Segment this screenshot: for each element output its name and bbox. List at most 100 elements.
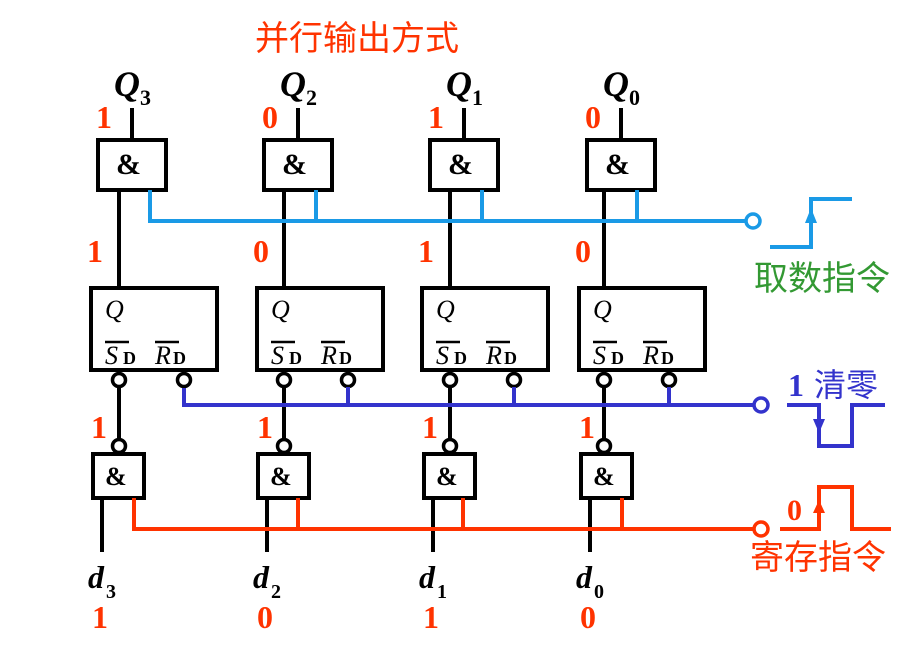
sd-label: S [436,341,449,370]
rising-edge-arrow [805,208,817,223]
rd-subscript: D [504,348,517,368]
rd-inversion-bubble [505,371,523,389]
sd-label: S [593,341,606,370]
sd-input-bit: 1 [91,409,107,445]
read-bus [148,190,753,223]
d-flipflop [577,286,707,372]
sd-inversion-bubble [595,371,613,389]
and-symbol: & [605,148,630,181]
store-bus [132,498,761,531]
data-input-bit: 0 [257,599,273,635]
ff-q-bit: 0 [575,233,591,269]
sd-input-bit: 1 [422,409,438,445]
data-input-subscript: 2 [271,581,281,603]
and-symbol: & [436,462,458,491]
and-symbol: & [282,148,307,181]
data-input-subscript: 3 [106,581,116,603]
clear-input-terminal[interactable] [752,396,770,414]
rd-subscript: D [339,348,352,368]
d-flipflop [420,286,550,372]
output-and-gate [585,138,657,192]
rd-subscript: D [661,348,674,368]
clear-bus [182,388,761,407]
rising-edge-arrow [813,500,825,513]
input-nand-gate [422,452,477,500]
sd-subscript: D [289,348,302,368]
rd-label: R [154,341,171,370]
ff-q-bit: 1 [418,233,434,269]
sd-inversion-bubble [110,371,128,389]
store-label: 寄存指令 [750,538,886,578]
clear-waveform [787,403,885,448]
store-input-terminal[interactable] [752,520,770,538]
q-output-subscript: 2 [306,85,317,110]
input-nand-gate [256,452,311,500]
sd-input-bit: 1 [579,409,595,445]
nand-output-bubble [110,437,128,455]
nand-output-bubble [275,437,293,455]
ff-q-label: Q [271,295,290,324]
falling-edge-arrow [813,419,825,433]
rd-label: R [485,341,502,370]
sd-inversion-bubble [275,371,293,389]
q-output-bit: 1 [428,99,444,135]
diagram-title: 并行输出方式 [255,19,459,59]
and-symbol: & [116,148,141,181]
ff-q-label: Q [593,295,612,324]
store-level: 0 [787,494,802,527]
rd-inversion-bubble [660,371,678,389]
sd-label: S [105,341,118,370]
nand-output-bubble [441,437,459,455]
clear-signal: 1 清零 [182,366,885,448]
q-output-label: Q [603,64,629,104]
clear-level: 1 [788,367,804,403]
ff-q-bit: 1 [87,233,103,269]
data-input-bit: 0 [580,599,596,635]
input-nand-gate [579,452,634,500]
q-output-bit: 1 [96,99,112,135]
ff-q-bit: 0 [253,233,269,269]
nand-output-bubble [595,437,613,455]
store-waveform [780,485,891,531]
input-nand-gate [91,452,146,500]
q-output-label: Q [114,64,140,104]
data-input-bit: 1 [423,599,439,635]
sd-label: S [271,341,284,370]
and-symbol: & [270,462,292,491]
rd-subscript: D [173,348,186,368]
rd-inversion-bubble [175,371,193,389]
q-output-subscript: 1 [472,85,483,110]
read-signal: 取数指令 [148,190,890,299]
sd-inversion-bubble [441,371,459,389]
data-input-label: d [88,559,105,595]
data-input-label: d [576,559,593,595]
q-output-bit: 0 [585,99,601,135]
clear-label: 清零 [814,366,878,404]
and-symbol: & [105,462,127,491]
and-symbol: & [448,148,473,181]
q-output-subscript: 3 [140,85,151,110]
data-input-subscript: 0 [594,581,604,603]
q-output-label: Q [280,64,306,104]
sd-input-bit: 1 [257,409,273,445]
d-flipflop [89,286,219,372]
d-flipflop [255,286,385,372]
rd-inversion-bubble [339,371,357,389]
output-and-gate [262,138,334,192]
rd-label: R [642,341,659,370]
sd-subscript: D [454,348,467,368]
output-and-gate [96,138,168,192]
read-input-terminal[interactable] [744,212,762,230]
read-label: 取数指令 [754,259,890,299]
data-input-label: d [253,559,270,595]
rd-label: R [320,341,337,370]
q-output-bit: 0 [262,99,278,135]
sd-subscript: D [123,348,136,368]
q-output-subscript: 0 [629,85,640,110]
data-input-label: d [419,559,436,595]
sd-subscript: D [611,348,624,368]
data-input-subscript: 1 [437,581,447,603]
ff-q-label: Q [105,295,124,324]
output-and-gate [428,138,500,192]
